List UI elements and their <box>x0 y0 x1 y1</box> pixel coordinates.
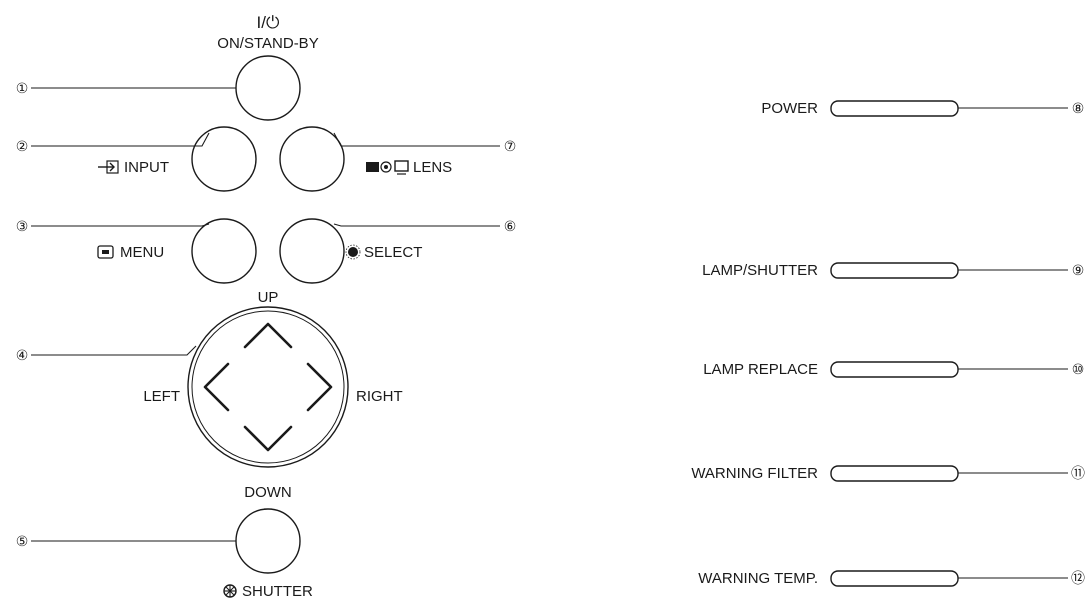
down-label: DOWN <box>244 484 292 501</box>
power-indicator <box>830 100 959 117</box>
power-symbol-label: I/⏻ <box>257 13 280 32</box>
warning-temp-indicator-label: WARNING TEMP. <box>698 570 818 587</box>
down-arrow-icon[interactable] <box>243 425 293 452</box>
shutter-label: SHUTTER <box>242 583 313 600</box>
right-arrow-icon[interactable] <box>306 362 333 412</box>
up-label: UP <box>258 289 279 306</box>
right-label: RIGHT <box>356 388 403 405</box>
lamp-replace-indicator <box>830 361 959 378</box>
dpad-inner-ring <box>191 310 345 464</box>
callout-2: ② <box>16 138 29 154</box>
callout-12: ⑫ <box>1071 570 1085 586</box>
shutter-button[interactable] <box>235 508 301 574</box>
left-arrow-icon[interactable] <box>203 362 230 412</box>
callout-4: ④ <box>16 347 29 363</box>
callout-7: ⑦ <box>504 138 517 154</box>
callout-8: ⑧ <box>1072 100 1085 116</box>
menu-icon <box>97 245 114 259</box>
warning-filter-indicator-label: WARNING FILTER <box>691 465 818 482</box>
input-arrow-icon <box>98 160 119 174</box>
callout-line-3 <box>31 223 210 227</box>
lamp-replace-indicator-label: LAMP REPLACE <box>703 361 818 378</box>
callout-10: ⑩ <box>1072 361 1085 377</box>
lamp-shutter-indicator <box>830 262 959 279</box>
select-label: SELECT <box>364 244 422 261</box>
callout-6: ⑥ <box>504 218 517 234</box>
callout-line-4 <box>31 345 197 356</box>
lens-label: LENS <box>413 159 452 176</box>
power-indicator-label: POWER <box>761 100 818 117</box>
menu-label: MENU <box>120 244 164 261</box>
input-button[interactable] <box>191 126 257 192</box>
select-dot-icon <box>345 244 361 260</box>
warning-filter-indicator <box>830 465 959 482</box>
callout-1: ① <box>16 80 29 96</box>
input-label: INPUT <box>124 159 169 176</box>
callout-line-2 <box>31 132 210 147</box>
lens-button[interactable] <box>279 126 345 192</box>
warning-temp-indicator <box>830 570 959 587</box>
shutter-icon <box>223 584 237 598</box>
menu-button[interactable] <box>191 218 257 284</box>
on-standby-label: ON/STAND-BY <box>217 35 318 52</box>
left-label: LEFT <box>143 388 180 405</box>
callout-11: ⑪ <box>1071 465 1085 481</box>
lamp-shutter-indicator-label: LAMP/SHUTTER <box>702 262 818 279</box>
callout-3: ③ <box>16 218 29 234</box>
callout-line-7 <box>333 132 500 147</box>
up-arrow-icon[interactable] <box>243 322 293 349</box>
select-button[interactable] <box>279 218 345 284</box>
callout-line-6 <box>333 223 500 227</box>
lens-icons <box>366 160 409 175</box>
dpad-outer-ring[interactable] <box>187 306 349 468</box>
callout-9: ⑨ <box>1072 262 1085 278</box>
on-standby-button[interactable] <box>235 55 301 121</box>
callout-5: ⑤ <box>16 533 29 549</box>
